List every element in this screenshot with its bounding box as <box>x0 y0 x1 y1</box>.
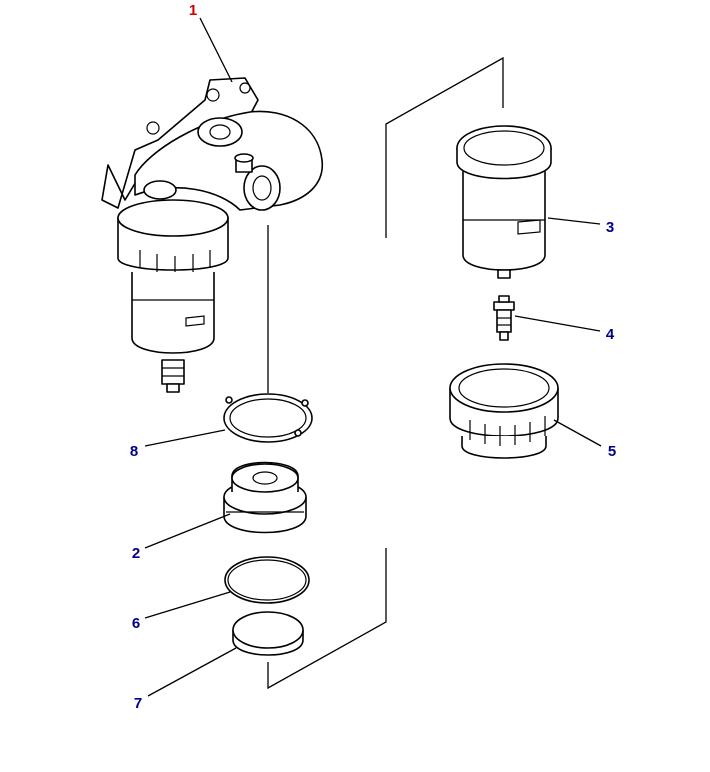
leader-1 <box>199 17 233 83</box>
bowl-cap-icon <box>223 461 307 534</box>
callout-3: 3 <box>606 219 614 236</box>
group-bracket-lower <box>267 548 387 690</box>
drain-plug-icon <box>493 295 515 341</box>
callout-2: 2 <box>132 545 140 562</box>
ring-nut-icon <box>449 363 559 459</box>
filter-head-assembly-icon <box>101 77 323 393</box>
callout-1: 1 <box>189 2 197 19</box>
leader-8 <box>144 429 226 447</box>
gasket-ring-icon <box>232 611 304 656</box>
callout-8: 8 <box>130 443 138 460</box>
leader-2 <box>144 513 231 549</box>
group-bracket-upper <box>385 56 504 238</box>
leader-4 <box>514 315 601 332</box>
callout-4: 4 <box>606 326 615 343</box>
leader-3 <box>547 217 601 225</box>
o-ring-icon <box>224 556 310 604</box>
filter-element-icon <box>456 125 552 279</box>
callout-6: 6 <box>132 615 140 632</box>
leader-5 <box>553 419 602 447</box>
leader-7 <box>147 647 237 697</box>
leader-6 <box>144 591 231 619</box>
snap-ring-icon <box>223 393 313 443</box>
callout-7: 7 <box>134 695 142 712</box>
callout-5: 5 <box>608 443 616 460</box>
